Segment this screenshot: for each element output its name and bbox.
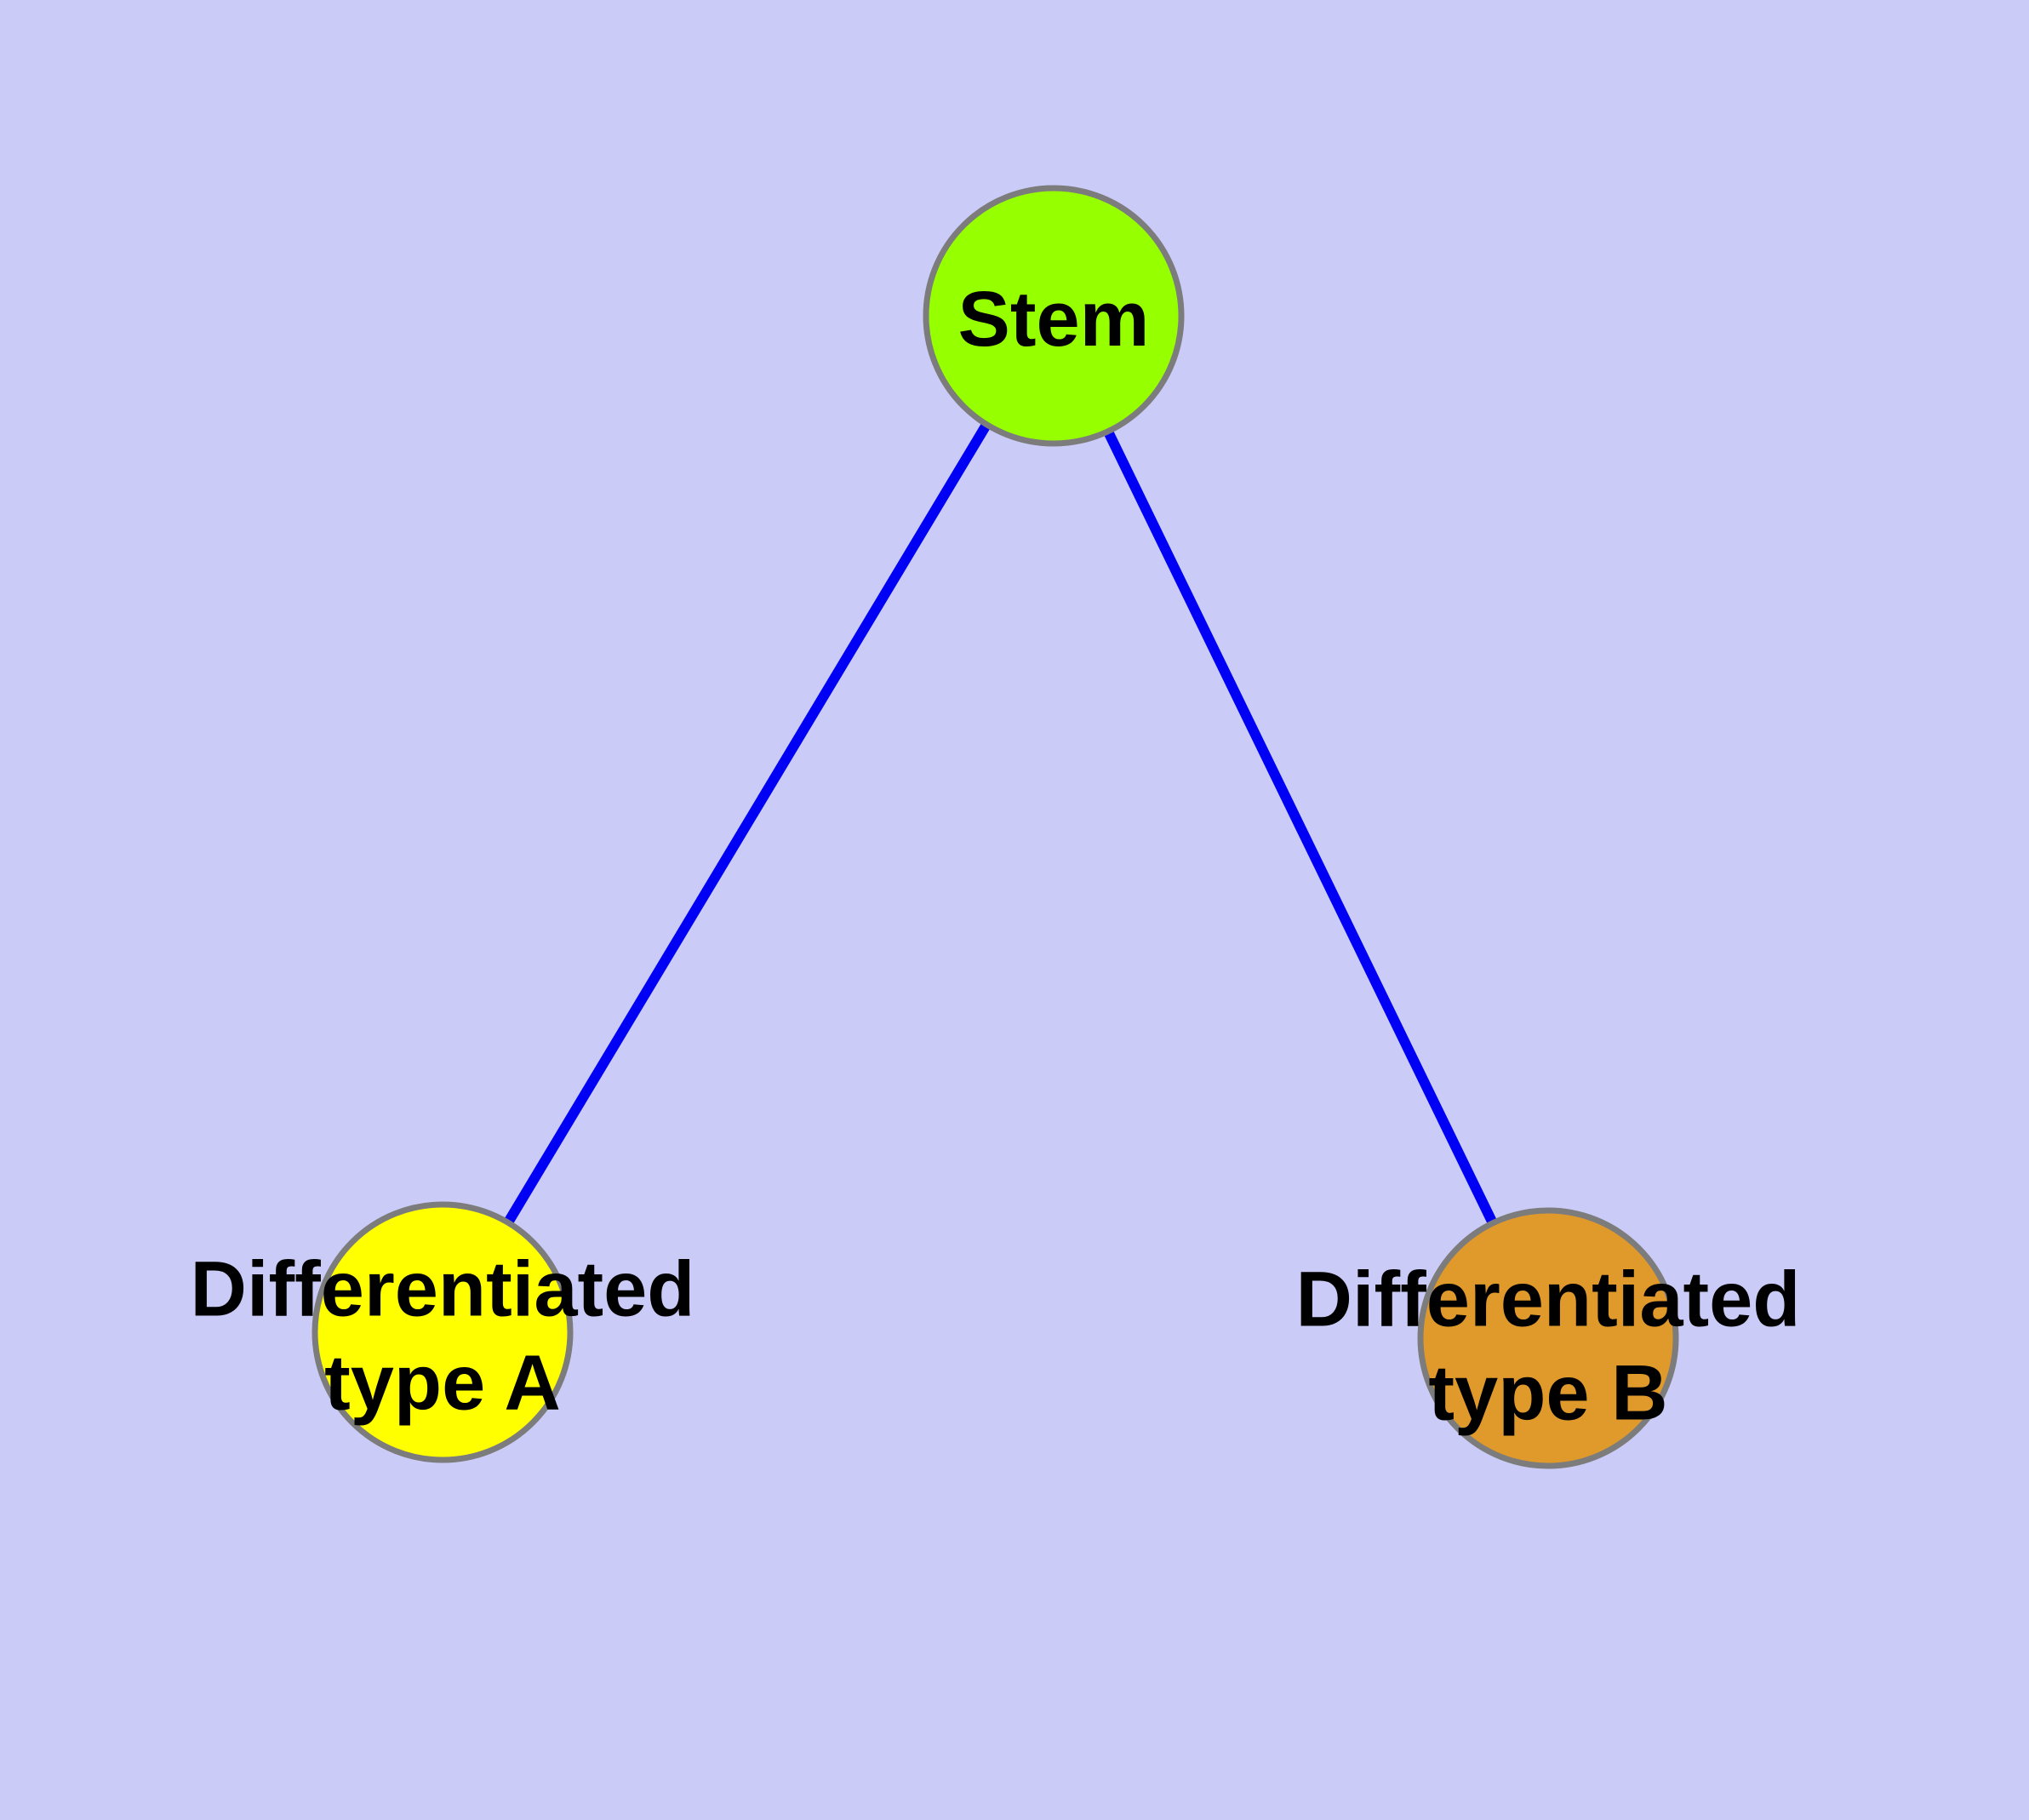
- edge-stem-to-type-a: [503, 420, 992, 1228]
- edge-stem-to-type-b: [1102, 425, 1498, 1228]
- node-stem-circle: [923, 185, 1185, 447]
- node-type-a-circle: [311, 1201, 574, 1463]
- node-type-b-circle: [1417, 1207, 1679, 1469]
